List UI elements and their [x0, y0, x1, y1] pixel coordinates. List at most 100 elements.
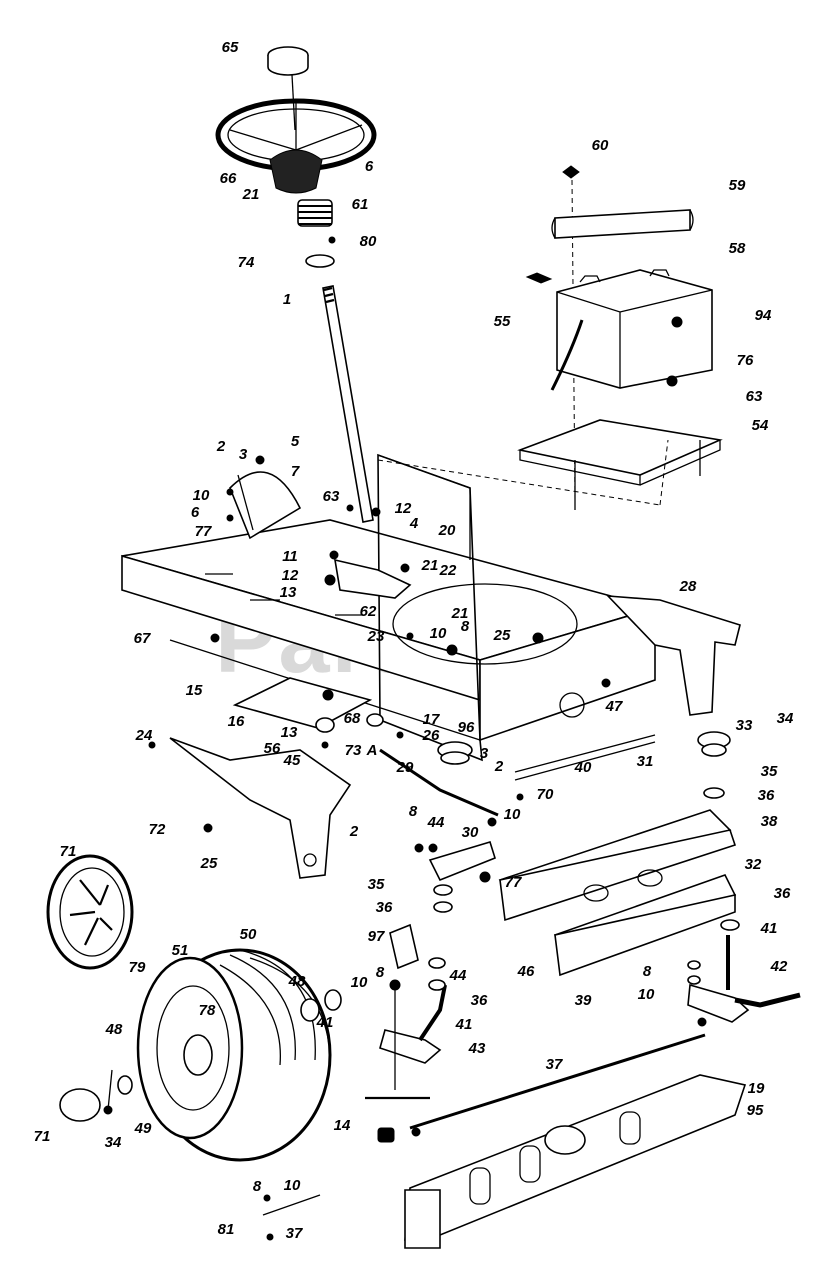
part-number-label[interactable]: 15 [186, 682, 203, 699]
part-number-label[interactable]: 21 [242, 186, 260, 203]
part-number-label[interactable]: 21 [451, 605, 469, 622]
part-number-label[interactable]: 8 [643, 963, 652, 980]
part-number-label[interactable]: 13 [281, 724, 298, 741]
steering-shaft[interactable] [322, 285, 374, 523]
part-number-label[interactable]: 59 [729, 177, 746, 194]
part-number-label[interactable]: 33 [736, 717, 753, 734]
steering-bracket[interactable] [334, 558, 412, 599]
part-number-label[interactable]: 17 [423, 711, 440, 728]
part-number-label[interactable]: 14 [334, 1117, 351, 1134]
part-number-label[interactable]: 10 [284, 1177, 301, 1194]
part-number-label[interactable]: 41 [760, 920, 778, 937]
part-number-label[interactable]: 32 [745, 856, 762, 873]
part-number-label[interactable]: 2 [349, 823, 359, 840]
part-number-label[interactable]: 80 [360, 233, 377, 250]
spindle-left[interactable] [379, 984, 447, 1064]
part-number-label[interactable]: 10 [351, 974, 368, 991]
part-number-label[interactable]: 6 [365, 158, 374, 175]
part-number-label[interactable]: 6 [191, 504, 200, 521]
part-number-label[interactable]: 44 [449, 967, 467, 984]
lower-crossbar[interactable] [232, 677, 373, 729]
part-number-label[interactable]: 73 [345, 742, 362, 759]
part-number-label[interactable]: 51 [172, 942, 189, 959]
part-number-label[interactable]: 95 [747, 1102, 764, 1119]
rear-bracket[interactable] [605, 595, 741, 716]
battery-hold-down-strap[interactable] [551, 209, 694, 239]
part-number-label[interactable]: 3 [480, 745, 489, 762]
part-number-label[interactable]: 71 [34, 1128, 51, 1145]
steering-spring[interactable] [297, 199, 333, 227]
part-number-label[interactable]: 8 [253, 1178, 262, 1195]
part-number-label[interactable]: 31 [637, 753, 654, 770]
part-number-label[interactable]: 45 [283, 752, 301, 769]
part-number-label[interactable]: 5 [291, 433, 300, 450]
part-number-label[interactable]: 63 [746, 388, 763, 405]
part-number-label[interactable]: 44 [427, 814, 445, 831]
part-number-label[interactable]: 61 [352, 196, 369, 213]
part-number-label[interactable]: 36 [471, 992, 488, 1009]
part-number-label[interactable]: 42 [770, 958, 788, 975]
steering-bushing[interactable] [305, 254, 335, 268]
part-number-label[interactable]: 49 [134, 1120, 152, 1137]
part-number-label[interactable]: 35 [368, 876, 385, 893]
part-number-label[interactable]: 12 [282, 567, 299, 584]
part-number-label[interactable]: 97 [368, 928, 385, 945]
part-number-label[interactable]: 2 [494, 758, 504, 775]
part-number-label[interactable]: 1 [283, 291, 291, 308]
part-number-label[interactable]: 41 [455, 1016, 473, 1033]
part-number-label[interactable]: 62 [360, 603, 377, 620]
part-number-label[interactable]: 25 [200, 855, 218, 872]
front-axle-pivot-bar[interactable] [498, 809, 737, 922]
part-number-label[interactable]: 78 [199, 1002, 216, 1019]
battery[interactable] [550, 269, 713, 391]
part-number-label[interactable]: 2 [216, 438, 226, 455]
part-number-label[interactable]: 40 [574, 759, 592, 776]
part-number-label[interactable]: 10 [504, 806, 521, 823]
front-axle[interactable] [404, 1074, 747, 1249]
part-number-label[interactable]: 58 [729, 240, 746, 257]
part-number-label[interactable]: 13 [280, 584, 297, 601]
hubcap[interactable] [46, 854, 134, 970]
drag-link[interactable] [379, 748, 499, 817]
steering-sector-gear[interactable] [229, 471, 302, 540]
part-number-label[interactable]: 48 [288, 973, 306, 990]
part-number-label[interactable]: 25 [493, 627, 511, 644]
part-number-label[interactable]: 26 [422, 727, 440, 744]
part-number-label[interactable]: 56 [264, 740, 281, 757]
part-number-label[interactable]: 39 [575, 992, 592, 1009]
part-number-label[interactable]: 8 [409, 803, 418, 820]
part-number-label[interactable]: 37 [286, 1225, 303, 1242]
part-number-label[interactable]: 8 [376, 964, 385, 981]
part-number-label[interactable]: 20 [438, 522, 456, 539]
part-number-label[interactable]: 60 [592, 137, 609, 154]
part-number-label[interactable]: 4 [409, 515, 419, 532]
steering-cap[interactable] [267, 46, 309, 76]
part-number-label[interactable]: 12 [395, 500, 412, 517]
spacer[interactable] [389, 923, 419, 970]
part-number-label[interactable]: 71 [60, 843, 77, 860]
pivot-bushing[interactable] [697, 731, 731, 757]
part-number-label[interactable]: 19 [748, 1080, 765, 1097]
part-number-label[interactable]: 29 [396, 759, 414, 776]
part-number-label[interactable]: 11 [282, 548, 298, 565]
part-number-label[interactable]: 22 [439, 562, 457, 579]
part-number-label[interactable]: 65 [222, 39, 239, 56]
part-number-label[interactable]: A [366, 742, 378, 759]
part-number-label[interactable]: 63 [323, 488, 340, 505]
part-number-label[interactable]: 94 [755, 307, 772, 324]
part-number-label[interactable]: 72 [149, 821, 166, 838]
part-number-label[interactable]: 67 [134, 630, 151, 647]
part-number-label[interactable]: 41 [316, 1014, 334, 1031]
part-number-label[interactable]: 23 [367, 628, 385, 645]
part-number-label[interactable]: 47 [605, 698, 623, 715]
front-tire[interactable] [136, 948, 332, 1162]
part-number-label[interactable]: 35 [761, 763, 778, 780]
part-number-label[interactable]: 30 [462, 824, 479, 841]
part-number-label[interactable]: 46 [517, 963, 535, 980]
part-number-label[interactable]: 77 [195, 523, 212, 540]
part-number-label[interactable]: 28 [679, 578, 697, 595]
part-number-label[interactable]: 7 [291, 463, 300, 480]
tie-rod[interactable] [409, 1033, 706, 1130]
part-number-label[interactable]: 54 [752, 417, 769, 434]
part-number-label[interactable]: 96 [458, 719, 475, 736]
